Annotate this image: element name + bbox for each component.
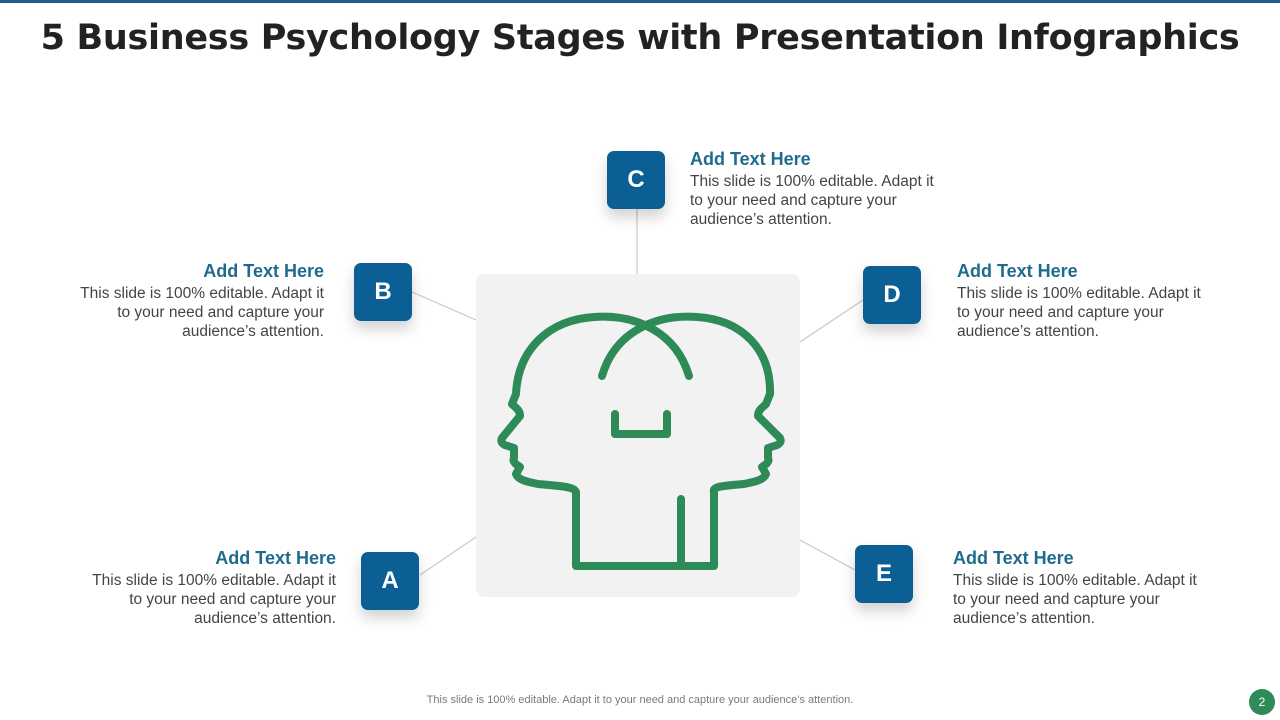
page-number: 2 — [1249, 689, 1275, 715]
badge-d: D — [863, 266, 921, 324]
top-rule — [0, 0, 1280, 3]
footer-note: This slide is 100% editable. Adapt it to… — [426, 694, 854, 706]
stage-d-text: Add Text Here This slide is 100% editabl… — [957, 261, 1217, 341]
center-panel — [476, 274, 800, 597]
connector-a — [419, 536, 477, 576]
stage-a-heading: Add Text Here — [215, 548, 336, 568]
stage-c-heading: Add Text Here — [690, 149, 811, 169]
badge-c: C — [607, 151, 665, 209]
stage-b-body: This slide is 100% editable. Adapt it to… — [80, 285, 324, 340]
stage-a-text: Add Text Here This slide is 100% editabl… — [76, 548, 336, 628]
connector-e — [799, 539, 856, 571]
connector-d — [799, 299, 864, 343]
badge-a: A — [361, 552, 419, 610]
stage-b-text: Add Text Here This slide is 100% editabl… — [64, 261, 324, 341]
stage-d-heading: Add Text Here — [957, 261, 1078, 281]
stage-a-body: This slide is 100% editable. Adapt it to… — [92, 572, 336, 627]
two-heads-psychology-icon — [497, 312, 785, 570]
slide-title: 5 Business Psychology Stages with Presen… — [40, 18, 1240, 58]
badge-b: B — [354, 263, 412, 321]
connector-b — [411, 291, 477, 321]
badge-e: E — [855, 545, 913, 603]
stage-c-text: Add Text Here This slide is 100% editabl… — [690, 149, 950, 229]
stage-c-body: This slide is 100% editable. Adapt it to… — [690, 173, 934, 228]
stage-d-body: This slide is 100% editable. Adapt it to… — [957, 285, 1201, 340]
stage-e-heading: Add Text Here — [953, 548, 1074, 568]
stage-e-body: This slide is 100% editable. Adapt it to… — [953, 572, 1197, 627]
stage-b-heading: Add Text Here — [203, 261, 324, 281]
stage-e-text: Add Text Here This slide is 100% editabl… — [953, 548, 1213, 628]
